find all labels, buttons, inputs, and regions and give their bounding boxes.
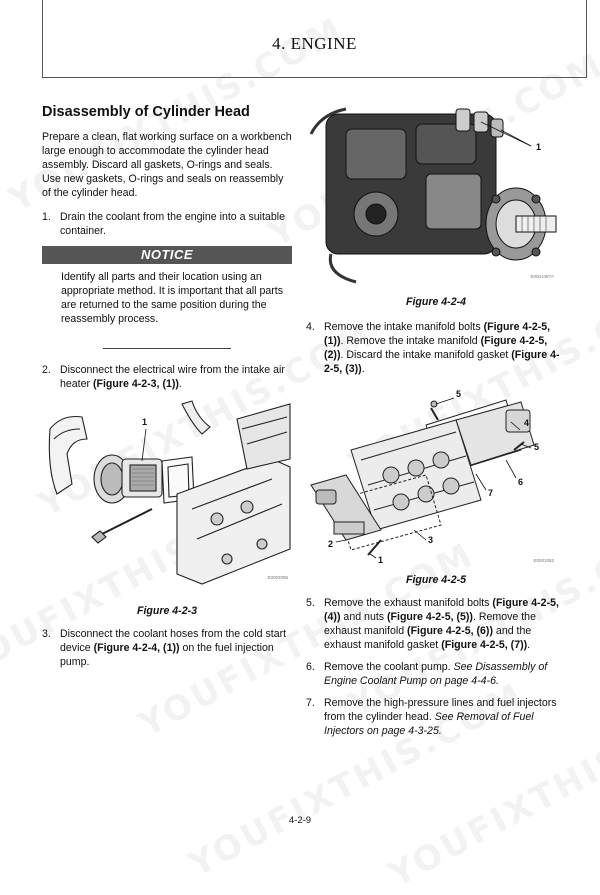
callout-label: 5 xyxy=(456,390,461,399)
figure-caption: Figure 4-2-4 xyxy=(405,296,467,308)
step-number: 4. xyxy=(306,321,315,333)
intro-paragraph: Prepare a clean, flat working surface on… xyxy=(42,131,292,199)
step-text: Remove the exhaust manifold bolts (Figur… xyxy=(324,596,566,652)
callout-label: 5 xyxy=(534,442,539,452)
figure-reference: (Figure 4-2-4, (1)) xyxy=(93,642,180,654)
step-text-part: and nuts xyxy=(340,611,388,623)
callout-label: 1 xyxy=(536,142,541,152)
step-text: Remove the intake manifold bolts (Figure… xyxy=(324,320,566,376)
right-column: 1 E0001087A Figure 4-2-4 4. Remove the i… xyxy=(306,104,566,746)
figure-reference: (Figure 4-2-5, (7)) xyxy=(441,639,528,651)
callout-label: 6 xyxy=(518,477,523,487)
page-title: 4. ENGINE xyxy=(272,34,357,53)
page-number: 4-2-9 xyxy=(288,815,312,826)
step-number: 3. xyxy=(42,628,51,640)
figure-reference: (Figure 4-2-5, (3)) xyxy=(324,349,560,375)
step-text: Disconnect the coolant hoses from the co… xyxy=(60,627,292,669)
step-text-part: . Remove the intake manifold xyxy=(340,335,481,347)
figure-reference: (Figure 4-2-5, (1)) xyxy=(324,321,551,347)
cross-reference-link[interactable]: See Disassembly of Engine Coolant Pump o… xyxy=(324,661,548,687)
step-number: 2. xyxy=(42,364,51,376)
step-text-part: . xyxy=(527,639,531,651)
step-2: 2. Disconnect the electrical wire from t… xyxy=(42,363,292,391)
callout-label: 1 xyxy=(142,417,147,427)
notice-label: NOTICE xyxy=(42,246,292,264)
fuel-injection-pump-illustration: 1 xyxy=(309,107,557,284)
step-number: 1. xyxy=(42,211,51,223)
step-text-part: and the exhaust manifold gasket xyxy=(324,625,532,651)
step-text: Remove the high-pressure lines and fuel … xyxy=(324,696,566,738)
step-text: Remove the coolant pump. See Disassembly… xyxy=(324,660,566,688)
figure-reference: (Figure 4-2-3, (1)) xyxy=(92,378,179,390)
step-7: 7. Remove the high-pressure lines and fu… xyxy=(306,696,566,738)
step-text-part: on the fuel injection pump. xyxy=(60,642,274,668)
step-text-part: Remove the intake manifold bolts xyxy=(324,321,484,333)
figure-4-2-4: 1 E0001087A xyxy=(306,104,566,286)
step-number: 7. xyxy=(306,697,315,709)
step-text-part: Remove the coolant pump. xyxy=(324,661,454,673)
manifold-exploded-illustration: 1 2 3 4 5 5 6 7 xyxy=(310,389,539,565)
step-text: Disconnect the electrical wire from the … xyxy=(60,363,292,391)
callout-label: 4 xyxy=(524,418,529,428)
step-text-part: Remove the exhaust manifold bolts xyxy=(324,597,493,609)
step-number: 6. xyxy=(306,661,315,673)
left-column: Disassembly of Cylinder Head Prepare a c… xyxy=(42,104,292,677)
step-text-part: . Discard the intake manifold gasket xyxy=(340,349,512,361)
callout-label: 1 xyxy=(378,555,383,565)
page-header: 4. ENGINE xyxy=(42,0,587,78)
step-6: 6. Remove the coolant pump. See Disassem… xyxy=(306,660,566,688)
figure-code: E0001082 xyxy=(533,558,554,563)
step-text-part: Disconnect the coolant hoses from the co… xyxy=(60,628,287,654)
step-text-part: Disconnect the electrical wire from the … xyxy=(60,364,285,390)
figure-code: E0003095 xyxy=(267,575,288,580)
step-1: 1. Drain the coolant from the engine int… xyxy=(42,210,292,238)
step-text-part: . xyxy=(361,363,365,375)
intake-air-heater-illustration: 1 xyxy=(48,400,291,585)
figure-reference: (Figure 4-2-5, (4)) xyxy=(324,597,559,623)
cross-reference-link[interactable]: See Removal of Fuel Injectors on page 4-… xyxy=(324,711,534,737)
figure-reference: (Figure 4-2-5, (6)) xyxy=(407,625,493,637)
notice-box: NOTICE Identify all parts and their loca… xyxy=(42,246,292,326)
step-text-part: . Remove the exhaust manifold xyxy=(324,611,536,637)
callout-label: 2 xyxy=(328,539,333,549)
callout-label: 3 xyxy=(428,535,433,545)
step-4: 4. Remove the intake manifold bolts (Fig… xyxy=(306,320,566,376)
step-3: 3. Disconnect the coolant hoses from the… xyxy=(42,627,292,669)
step-text-part: Remove the high-pressure lines and fuel … xyxy=(324,697,557,723)
step-5: 5. Remove the exhaust manifold bolts (Fi… xyxy=(306,596,566,652)
notice-text: Identify all parts and their location us… xyxy=(61,271,283,325)
figure-reference: (Figure 4-2-5, (2)) xyxy=(324,335,548,361)
step-text-part: . xyxy=(178,378,182,390)
callout-label: 7 xyxy=(488,488,493,498)
divider xyxy=(103,348,231,349)
figure-reference: (Figure 4-2-5, (5)) xyxy=(387,611,473,623)
figure-code: E0001087A xyxy=(530,274,554,279)
figure-caption: Figure 4-2-3 xyxy=(136,605,198,617)
step-text: Drain the coolant from the engine into a… xyxy=(60,211,285,237)
step-number: 5. xyxy=(306,597,315,609)
section-title: Disassembly of Cylinder Head xyxy=(42,104,250,120)
figure-4-2-3: 1 E0003095 xyxy=(42,399,292,599)
figure-4-2-5: 1 2 3 4 5 5 6 7 E0001082 xyxy=(306,389,566,568)
figure-caption: Figure 4-2-5 xyxy=(405,574,467,586)
